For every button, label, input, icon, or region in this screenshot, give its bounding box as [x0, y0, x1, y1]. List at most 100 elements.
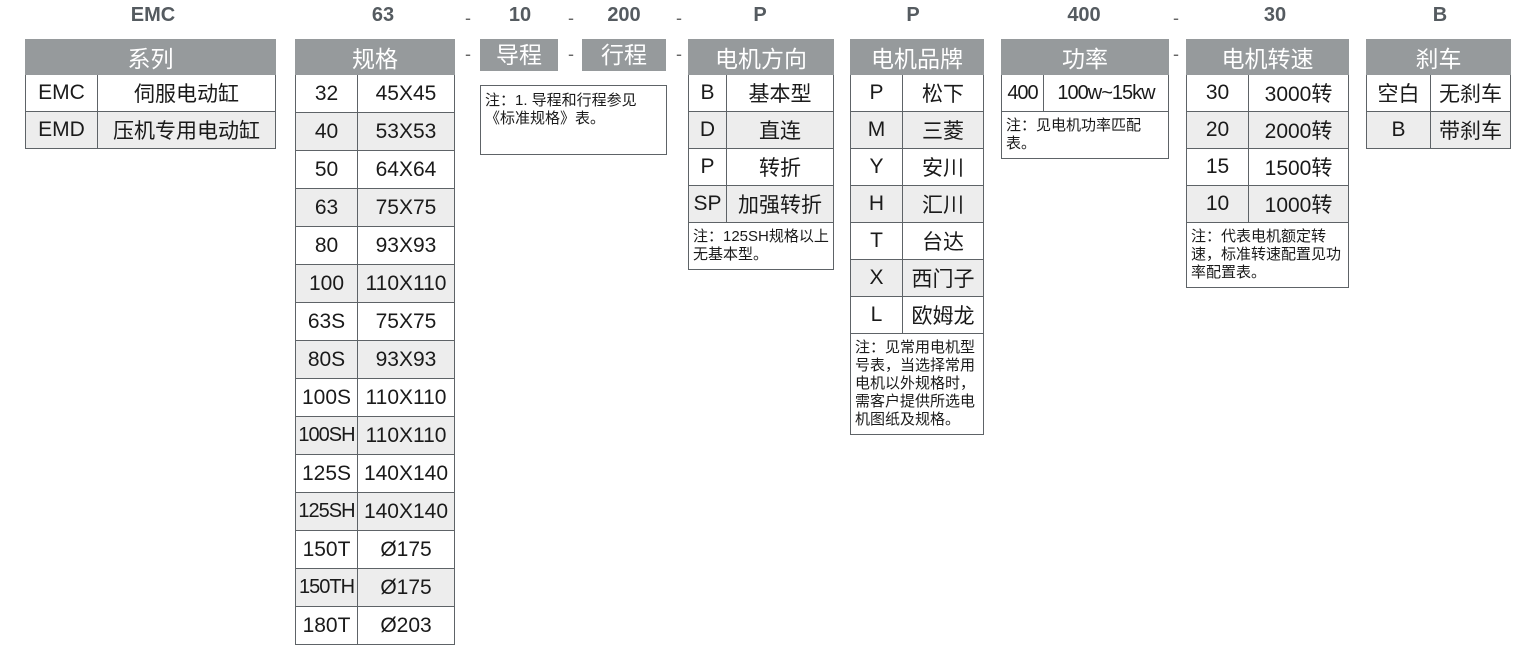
- brand-code: T: [850, 222, 903, 260]
- spec-header: 规格: [295, 39, 455, 75]
- brand-code: X: [850, 259, 903, 297]
- direction-code: D: [688, 111, 727, 149]
- spec-code: 150T: [295, 530, 358, 569]
- speed-code: 10: [1186, 185, 1249, 223]
- speed-value: 2000转: [1248, 111, 1349, 149]
- code-brand: P: [906, 4, 920, 26]
- spec-size: 75X75: [357, 302, 455, 341]
- speed-code: 20: [1186, 111, 1249, 149]
- spec-code: 100SH: [295, 416, 358, 455]
- spec-size: 110X110: [357, 264, 455, 303]
- direction-desc: 基本型: [726, 74, 834, 112]
- brake-code: 空白: [1366, 74, 1431, 112]
- separator-dash: -: [676, 8, 682, 28]
- spec-size: 110X110: [357, 416, 455, 455]
- brand-code: L: [850, 296, 903, 334]
- table-row: EMD 压机专用电动缸: [25, 111, 276, 149]
- code-stroke: 200: [607, 4, 641, 26]
- lead-stroke-note: 注：1. 导程和行程参见《标准规格》表。: [480, 85, 667, 155]
- code-lead: 10: [508, 4, 532, 26]
- lead-header: 导程: [480, 39, 558, 71]
- spec-size: 140X140: [357, 454, 455, 493]
- power-code: 400: [1001, 74, 1044, 112]
- speed-code: 30: [1186, 74, 1249, 112]
- brand-code: M: [850, 111, 903, 149]
- brake-header: 刹车: [1366, 39, 1511, 75]
- code-speed: 30: [1263, 4, 1287, 26]
- spec-code: 80: [295, 226, 358, 265]
- brake-code: B: [1366, 111, 1431, 149]
- code-direction: P: [753, 4, 767, 26]
- brand-name: 三菱: [902, 111, 984, 149]
- spec-size: 93X93: [357, 226, 455, 265]
- spec-code: 150TH: [295, 568, 358, 607]
- code-series: EMC: [130, 4, 176, 26]
- brand-name: 西门子: [902, 259, 984, 297]
- table-row: EMC 伺服电动缸: [25, 74, 276, 112]
- brake-desc: 无刹车: [1430, 74, 1511, 112]
- spec-code: 63: [295, 188, 358, 227]
- direction-desc: 转折: [726, 148, 834, 186]
- speed-header: 电机转速: [1186, 39, 1349, 75]
- direction-desc: 直连: [726, 111, 834, 149]
- speed-value: 1000转: [1248, 185, 1349, 223]
- spec-code: 80S: [295, 340, 358, 379]
- spec-size: 64X64: [357, 150, 455, 189]
- spec-code: 125S: [295, 454, 358, 493]
- code-spec: 63: [371, 4, 395, 26]
- direction-note: 注：125SH规格以上无基本型。: [688, 222, 834, 270]
- brand-header: 电机品牌: [850, 39, 984, 75]
- spec-size: 140X140: [357, 492, 455, 531]
- power-range: 100w~15kw: [1043, 74, 1169, 112]
- power-header: 功率: [1001, 39, 1169, 75]
- spec-code: 100: [295, 264, 358, 303]
- spec-code: 63S: [295, 302, 358, 341]
- brand-code: P: [850, 74, 903, 112]
- speed-code: 15: [1186, 148, 1249, 186]
- series-table: 系列 EMC 伺服电动缸 EMD 压机专用电动缸: [25, 39, 276, 149]
- spec-size: 110X110: [357, 378, 455, 417]
- spec-code: 40: [295, 112, 358, 151]
- spec-size: Ø175: [357, 530, 455, 569]
- spec-size: Ø175: [357, 568, 455, 607]
- brand-name: 汇川: [902, 185, 984, 223]
- speed-note: 注：代表电机额定转速，标准转速配置见功率配置表。: [1186, 222, 1349, 288]
- spec-size: 53X53: [357, 112, 455, 151]
- series-code: EMC: [25, 74, 98, 112]
- separator-dash: -: [465, 8, 471, 28]
- spec-code: 32: [295, 74, 358, 113]
- brand-name: 台达: [902, 222, 984, 260]
- power-note: 注：见电机功率匹配表。: [1001, 111, 1169, 159]
- spec-code: 50: [295, 150, 358, 189]
- stroke-header: 行程: [582, 39, 666, 71]
- direction-code: SP: [688, 185, 727, 223]
- spec-code: 180T: [295, 606, 358, 645]
- direction-code: P: [688, 148, 727, 186]
- separator-dash: -: [568, 44, 574, 64]
